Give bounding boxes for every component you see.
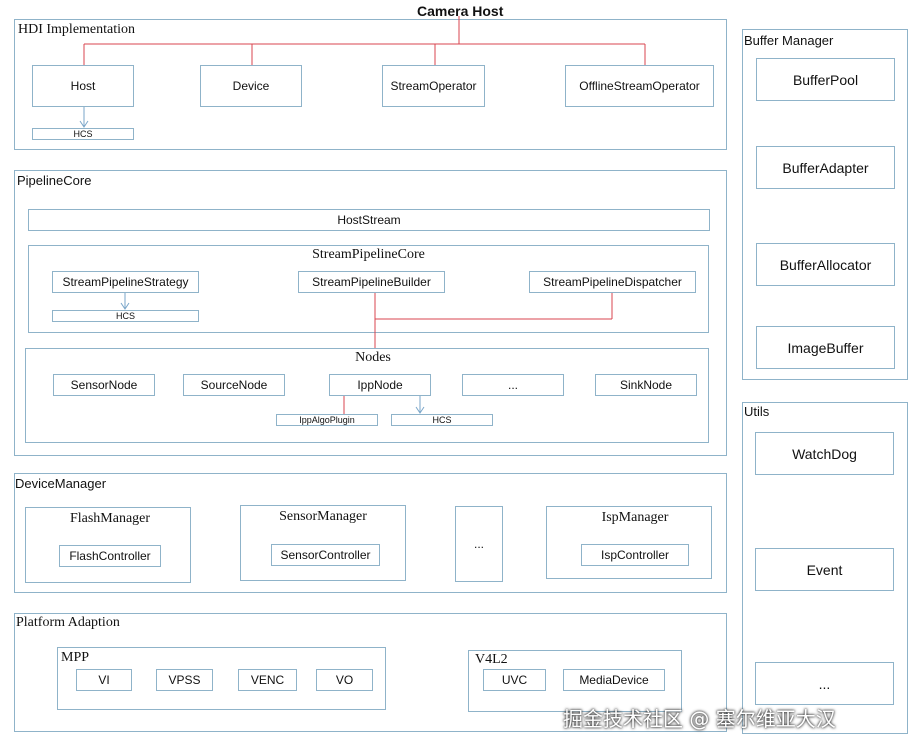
utils-label: Utils [744,404,770,419]
uvc-node: UVC [483,669,546,691]
buffer-allocator-node: BufferAllocator [756,243,895,286]
nodes-label: Nodes [355,350,391,365]
isp-manager-label: IspManager [601,510,669,525]
stream-pipeline-builder-node: StreamPipelineBuilder [298,271,445,293]
sensor-manager-group [240,505,406,581]
media-device-node: MediaDevice [563,669,665,691]
mpp-vo-node: VO [316,669,373,691]
host-node: Host [32,65,134,107]
host-to-hcs-arrow [79,107,89,128]
nodes-more-node: ... [462,374,564,396]
ipp-node: IppNode [329,374,431,396]
device-manager-more-node: ... [455,506,503,582]
stream-operator-node: StreamOperator [382,65,485,107]
device-node: Device [200,65,302,107]
ipp-to-hcs-arrow [415,396,425,414]
sink-node: SinkNode [595,374,697,396]
image-buffer-node: ImageBuffer [756,326,895,369]
isp-manager-group [546,506,712,579]
flash-manager-group [25,507,191,583]
diagram-title: Camera Host [417,3,504,19]
device-manager-label: DeviceManager [15,476,107,491]
stream-pipeline-dispatcher-node: StreamPipelineDispatcher [529,271,696,293]
pipeline-core-hcs-node: HCS [52,310,199,322]
platform-adaption-label: Platform Adaption [16,615,120,630]
ipp-algo-plugin-node: IppAlgoPlugin [276,414,378,426]
source-node: SourceNode [183,374,285,396]
hdi-hcs-node: HCS [32,128,134,140]
nodes-hcs-node: HCS [391,414,493,426]
buffer-pool-node: BufferPool [756,58,895,101]
stream-pipeline-core-label: StreamPipelineCore [312,247,425,262]
hdi-implementation-label: HDI Implementation [18,22,136,37]
stream-pipeline-strategy-node: StreamPipelineStrategy [52,271,199,293]
mpp-vi-node: VI [76,669,132,691]
buffer-manager-label: Buffer Manager [744,33,834,48]
flash-manager-label: FlashManager [69,511,151,526]
strategy-to-hcs-arrow [120,293,130,310]
watermark-text: 掘金技术社区 @ 塞尔维亚大汉 [563,707,836,731]
watchdog-node: WatchDog [755,432,894,475]
mpp-label: MPP [61,650,90,665]
sensor-controller-node: SensorController [271,544,380,566]
sensor-manager-label: SensorManager [279,509,367,524]
pipeline-core-label: PipelineCore [17,173,92,188]
v4l2-label: V4L2 [475,652,508,667]
host-stream-node: HostStream [28,209,710,231]
mpp-venc-node: VENC [238,669,297,691]
utils-more-node: ... [755,662,894,705]
sensor-node: SensorNode [53,374,155,396]
mpp-vpss-node: VPSS [156,669,213,691]
flash-controller-node: FlashController [59,545,161,567]
buffer-adapter-node: BufferAdapter [756,146,895,189]
isp-controller-node: IspController [581,544,689,566]
offline-stream-operator-node: OfflineStreamOperator [565,65,714,107]
event-node: Event [755,548,894,591]
